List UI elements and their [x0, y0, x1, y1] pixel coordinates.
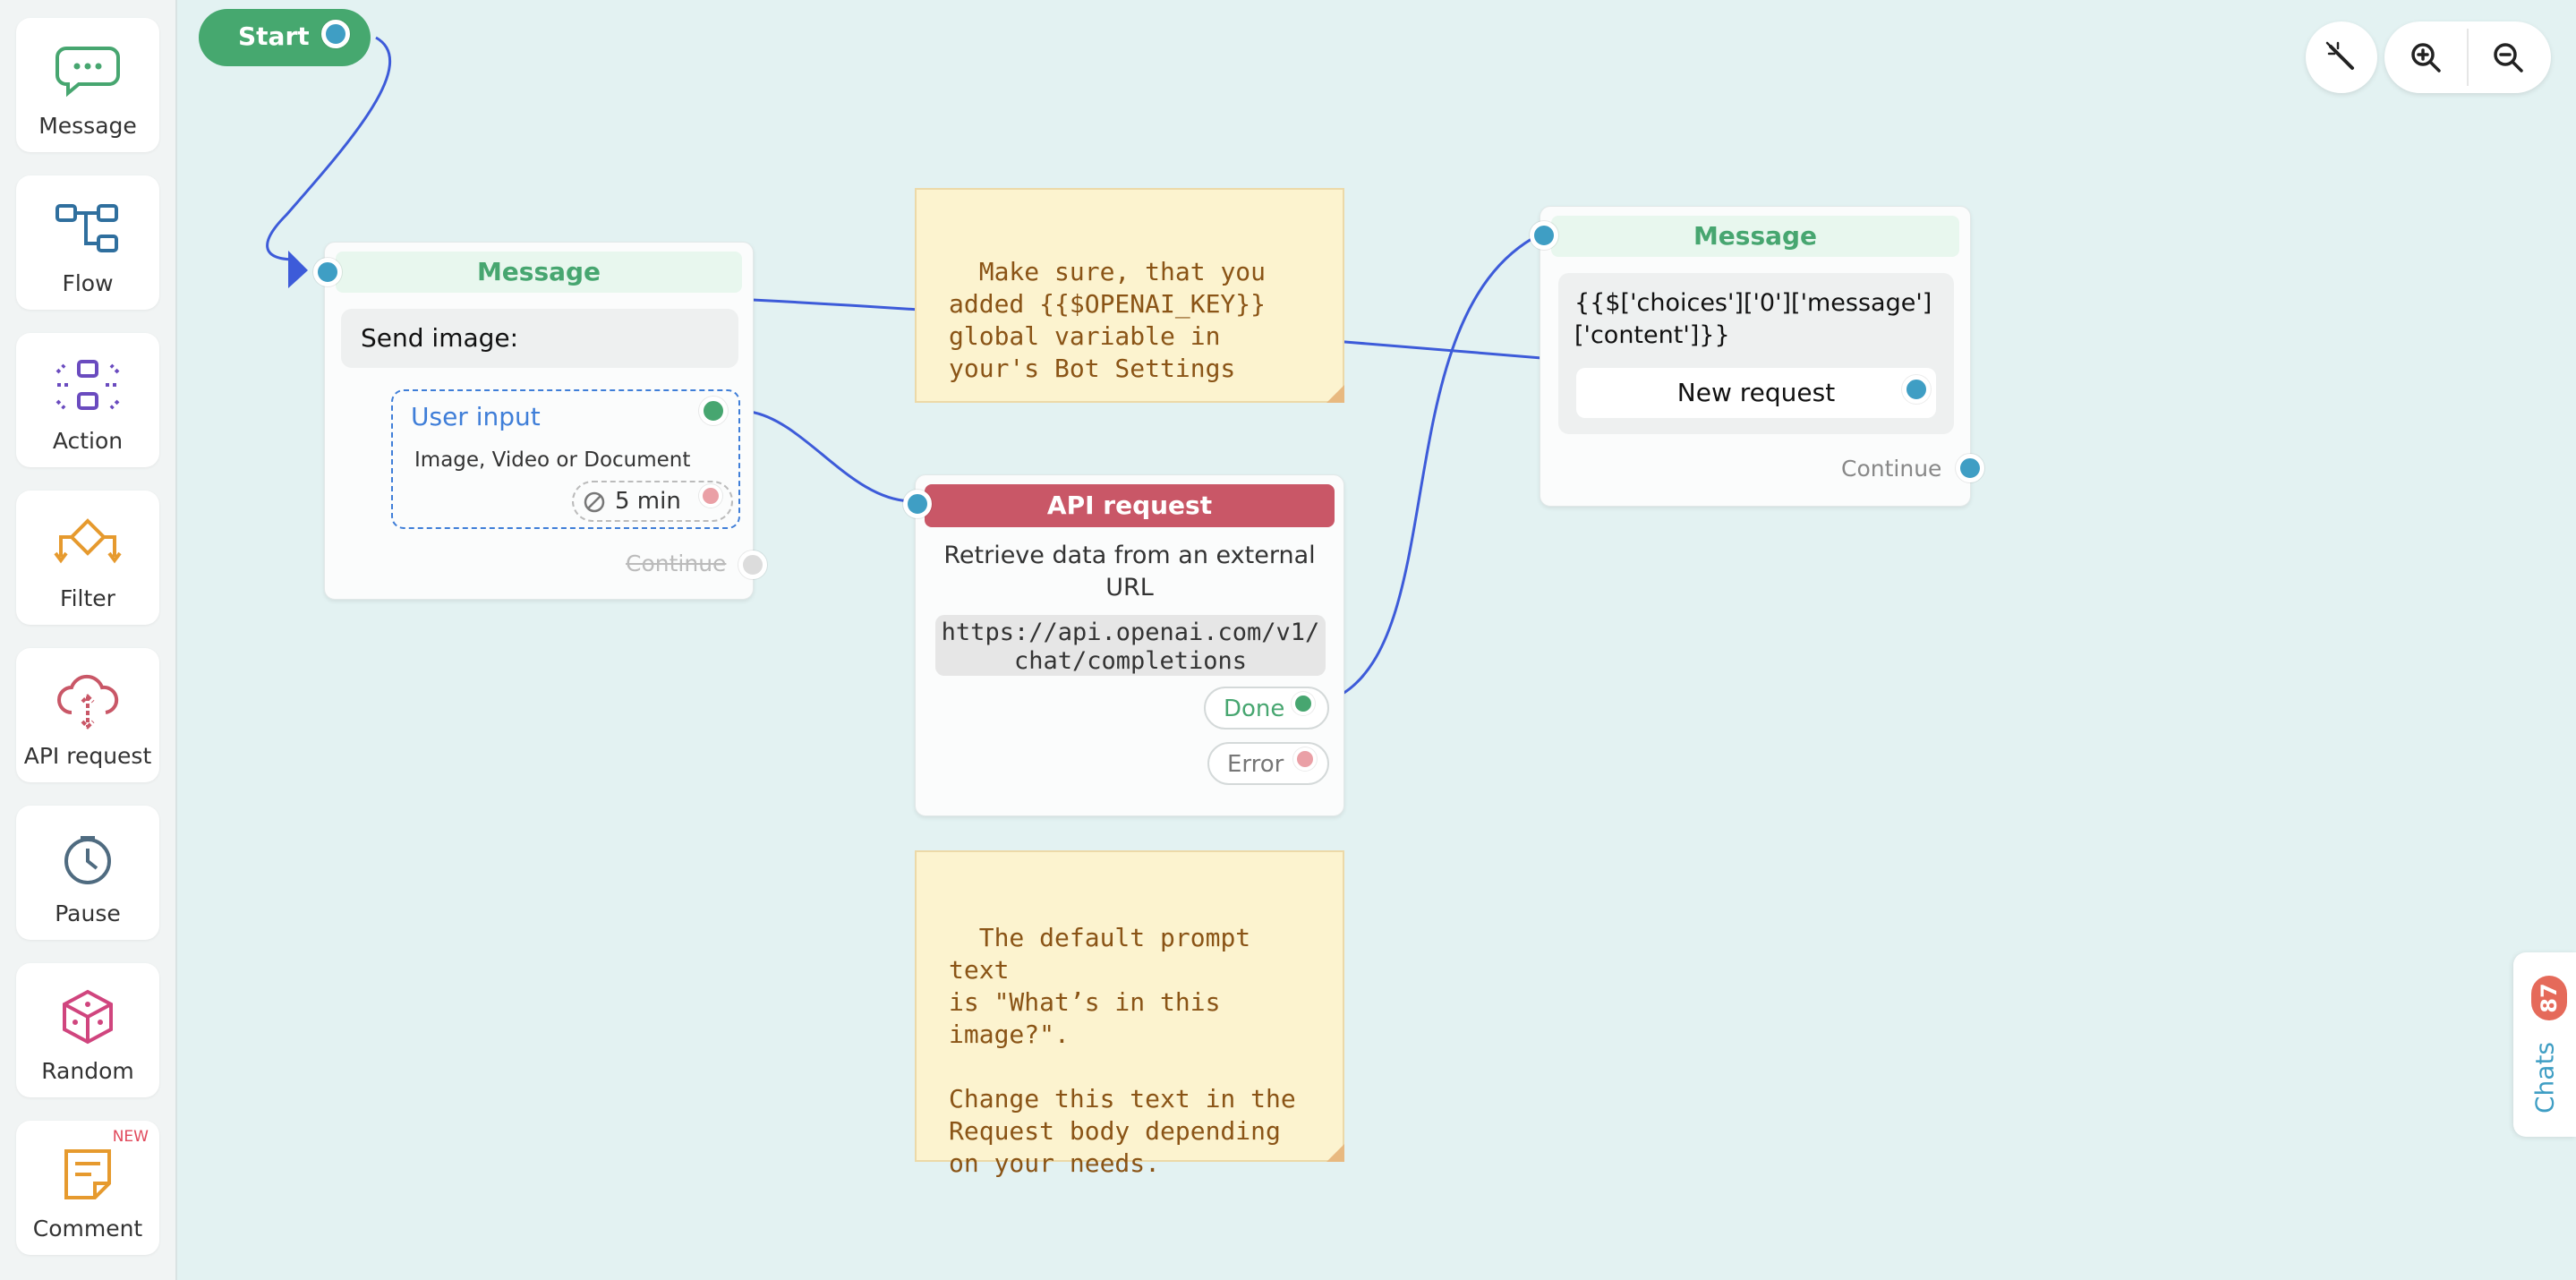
zoom-in-button[interactable] — [2384, 21, 2467, 93]
comment-icon — [64, 1149, 111, 1199]
done-label: Done — [1224, 695, 1285, 722]
magic-wand-icon — [2325, 41, 2354, 70]
chats-tab[interactable]: 87 Chats — [2513, 952, 2576, 1137]
sidebar-item-pause[interactable]: Pause — [16, 806, 159, 940]
pause-icon — [64, 836, 111, 884]
api-request-node[interactable]: API request Retrieve data from an extern… — [915, 474, 1344, 816]
node-title: Message — [1551, 216, 1959, 257]
chats-count: 87 — [2537, 983, 2562, 1013]
api-request-icon — [57, 674, 119, 730]
error-output-port[interactable] — [1293, 747, 1317, 771]
user-input-label: User input — [411, 402, 541, 431]
button-label: New request — [1676, 378, 1836, 407]
api-input-port[interactable] — [903, 490, 932, 518]
continue-output-port[interactable] — [1956, 454, 1984, 482]
continue-label: Continue — [1841, 456, 1942, 482]
sidebar-item-comment[interactable]: NEW Comment — [16, 1121, 159, 1255]
zoom-out-button[interactable] — [2469, 21, 2551, 93]
random-icon — [63, 989, 113, 1045]
message-input-port[interactable] — [1530, 221, 1558, 250]
sidebar-item-label: Pause — [55, 900, 121, 926]
sidebar-item-label: Action — [52, 428, 124, 454]
comment-note[interactable]: The default prompt text is "What’s in th… — [915, 850, 1344, 1178]
user-input-block[interactable]: User input Image, Video or Document 5 mi… — [391, 389, 740, 529]
sidebar-item-filter[interactable]: Filter — [16, 491, 159, 625]
wire-done-to-message2 — [1342, 233, 1540, 695]
node-title: API request — [925, 484, 1335, 527]
user-input-types: Image, Video or Document — [414, 448, 691, 472]
sidebar-item-label: Flow — [62, 270, 114, 296]
sidebar-item-message[interactable]: Message — [16, 18, 159, 152]
note-fold — [1326, 385, 1344, 403]
new-badge: NEW — [112, 1128, 149, 1146]
magic-wand-button[interactable] — [2306, 21, 2377, 93]
note-text: The default prompt text is "What’s in th… — [949, 923, 1296, 1178]
wire-start-to-message — [266, 36, 392, 261]
start-output-port[interactable] — [321, 20, 350, 48]
wire-userinput-to-api — [749, 410, 914, 503]
sidebar-item-label: API request — [23, 743, 152, 769]
timeout-value: 5 min — [615, 488, 681, 515]
error-label: Error — [1227, 751, 1284, 778]
sidebar-item-api-request[interactable]: API request — [16, 648, 159, 782]
sidebar-item-flow[interactable]: Flow — [16, 175, 159, 310]
continue-label: Continue — [626, 550, 727, 576]
user-input-output-port[interactable] — [699, 397, 728, 425]
chats-count-badge: 87 — [2531, 976, 2567, 1020]
sidebar-item-random[interactable]: Random — [16, 963, 159, 1097]
zoom-out-icon — [2494, 43, 2523, 73]
comment-note[interactable]: Make sure, that you added {{$OPENAI_KEY}… — [915, 188, 1344, 403]
message-icon — [55, 47, 120, 98]
zoom-controls — [2384, 21, 2551, 93]
new-request-button[interactable]: New request — [1576, 368, 1936, 418]
sidebar-item-label: Comment — [32, 1216, 143, 1242]
note-text: Make sure, that you added {{$OPENAI_KEY}… — [949, 257, 1267, 383]
message-bubble: {{$['choices']['0']['message']['content'… — [1558, 273, 1954, 434]
action-icon — [55, 360, 120, 410]
timeout-output-port[interactable] — [699, 484, 722, 508]
api-url: https://api.openai.com/v1/chat/completio… — [935, 615, 1326, 676]
api-description: Retrieve data from an external URL — [943, 542, 1316, 602]
button-output-port[interactable] — [1902, 375, 1931, 404]
chats-label: Chats — [2529, 1041, 2560, 1114]
timeout-pill[interactable]: 5 min — [572, 481, 733, 522]
sidebar-item-label: Filter — [60, 585, 115, 611]
done-pill[interactable]: Done — [1204, 687, 1329, 730]
done-output-port[interactable] — [1292, 692, 1315, 715]
sidebar-item-action[interactable]: Action — [16, 333, 159, 467]
sidebar-item-label: Random — [41, 1058, 134, 1084]
note-fold — [1326, 1144, 1344, 1162]
zoom-in-icon — [2411, 43, 2441, 73]
wire-arrow — [288, 251, 308, 288]
zoom-divider — [2467, 29, 2469, 86]
error-pill[interactable]: Error — [1207, 742, 1329, 785]
message-node[interactable]: Message {{$['choices']['0']['message']['… — [1540, 206, 1984, 507]
sidebar: Message Flow Action Filter API reque — [0, 0, 177, 1280]
message-input-port[interactable] — [313, 258, 342, 286]
start-label: Start — [238, 21, 310, 51]
message-text: Send image: — [341, 309, 738, 368]
flow-icon — [55, 204, 118, 252]
start-node[interactable]: Start — [199, 9, 371, 66]
timeout-icon — [584, 491, 605, 513]
node-title: Message — [336, 252, 742, 293]
sidebar-item-label: Message — [38, 113, 137, 139]
continue-output-port[interactable] — [738, 550, 767, 579]
message-text: {{$['choices']['0']['message']['content'… — [1574, 289, 1932, 349]
message-node[interactable]: Message Send image: User input Image, Vi… — [324, 242, 767, 600]
filter-icon — [54, 518, 122, 564]
